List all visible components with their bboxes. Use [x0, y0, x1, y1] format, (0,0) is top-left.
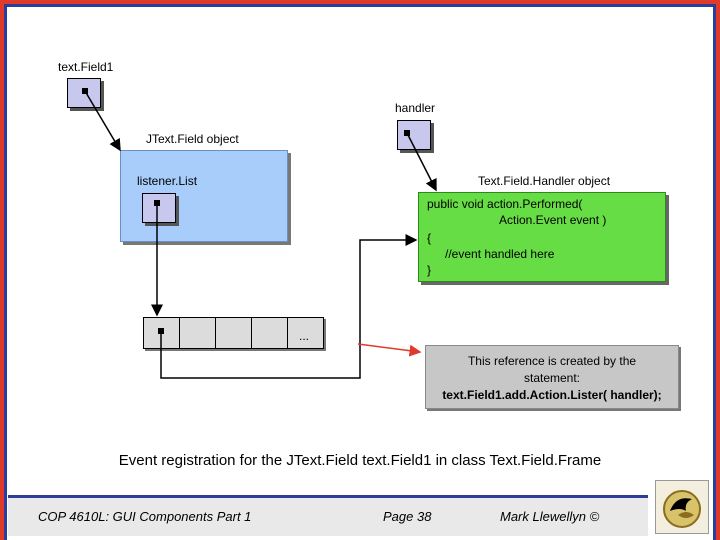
- footer-bar: [8, 495, 648, 536]
- code-line-3: {: [427, 231, 432, 245]
- pegasus-logo-icon: [663, 490, 701, 528]
- handler-object-box: public void action.Performed( Action.Eve…: [418, 192, 666, 282]
- array-cell-3: [215, 317, 252, 349]
- university-logo: [655, 480, 709, 534]
- reference-note: This reference is created by the stateme…: [425, 345, 679, 409]
- footer-author: Mark Llewellyn ©: [500, 509, 600, 524]
- frame-right-inner: [713, 4, 716, 540]
- listener-list-ref-box: [142, 193, 176, 223]
- textfield-var-label: text.Field1: [58, 60, 114, 74]
- footer-course: COP 4610L: GUI Components Part 1: [38, 509, 252, 524]
- array-cell-2: [179, 317, 216, 349]
- diagram-caption: Event registration for the JText.Field t…: [118, 452, 602, 469]
- code-line-4: //event handled here: [445, 247, 555, 261]
- frame-left-inner: [4, 4, 7, 540]
- array-ellipsis: ...: [299, 329, 310, 343]
- note-line-2: statement:: [523, 371, 581, 385]
- frame-top: [0, 0, 720, 4]
- note-line-3: text.Field1.add.Action.Lister( handler);: [442, 388, 662, 402]
- arrow-handler-to-object: [406, 132, 437, 192]
- frame-left: [0, 0, 4, 540]
- code-line-5: }: [427, 263, 432, 277]
- handler-object-label: Text.Field.Handler object: [478, 174, 611, 188]
- frame-right: [716, 0, 720, 540]
- arrow-textfield-to-object: [84, 90, 121, 152]
- jtextfield-object-label: JText.Field object: [146, 132, 239, 146]
- array-cell-5: [287, 317, 324, 349]
- code-line-2: Action.Event event ): [499, 213, 607, 227]
- handler-var-label: handler: [395, 101, 436, 115]
- code-line-1: public void action.Performed(: [427, 197, 583, 211]
- footer-page: Page 38: [383, 509, 432, 524]
- frame-top-inner: [0, 4, 720, 7]
- handler-ref-box: [397, 120, 431, 150]
- listener-list-label: listener.List: [137, 174, 198, 188]
- note-line-1: This reference is created by the: [467, 354, 637, 368]
- arrow-note-pointer: [357, 343, 422, 357]
- arrow-array-to-handler: [160, 234, 418, 379]
